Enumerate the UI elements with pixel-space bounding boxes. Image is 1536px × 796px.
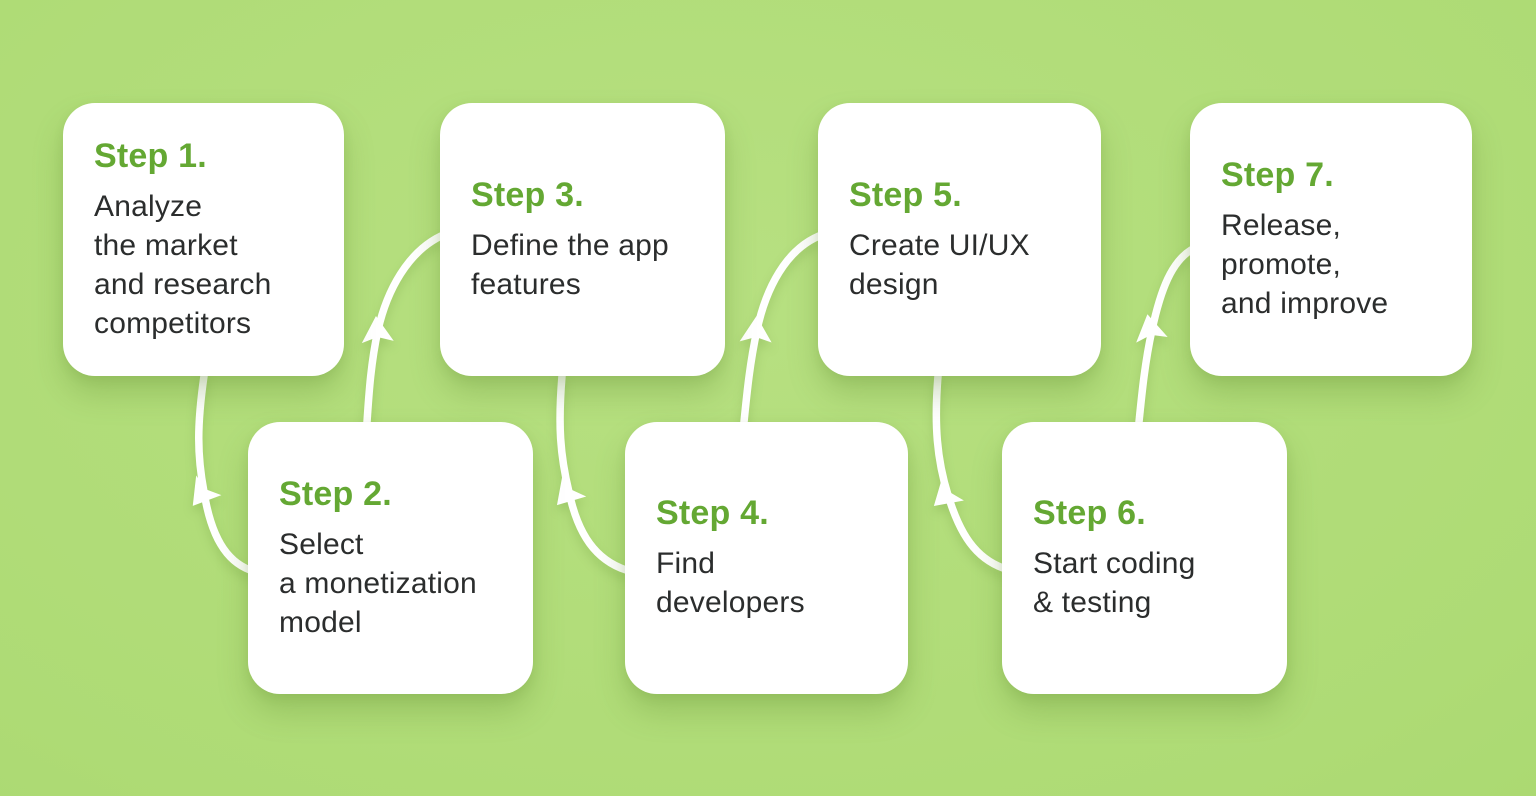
step-card-content: Step 4. Find developers — [625, 474, 829, 642]
step-title: Step 5. — [849, 175, 962, 214]
step-card-content: Step 5. Create UI/UX design — [818, 156, 1054, 324]
arrowhead-down-icon — [556, 475, 587, 506]
step-description-line: developers — [656, 586, 805, 619]
step-description-line: competitors — [94, 306, 252, 340]
step-title: Step 3. — [471, 175, 584, 214]
step-description-line: the market — [94, 228, 238, 262]
step-card-1: Step 1. Analyze the market and research com… — [63, 103, 344, 376]
step-description-line: Start coding — [1033, 547, 1196, 580]
curved-connector-line — [932, 372, 1007, 572]
step-card-content: Step 7. Release, promote, and improve — [1190, 136, 1412, 343]
curved-connector-line — [195, 372, 254, 574]
step-description-line: and improve — [1221, 287, 1389, 320]
step-description: Release, promote, and improve — [1221, 206, 1388, 323]
arrow-step2-to-step3 — [361, 232, 445, 426]
step-description-line: design — [849, 267, 939, 301]
arrow-step1-to-step2 — [192, 372, 254, 574]
step-description: Start coding & testing — [1033, 544, 1196, 622]
step-description: Find developers — [656, 544, 805, 622]
arrow-step4-to-step5 — [739, 232, 823, 426]
arrowhead-down-icon — [933, 476, 964, 507]
arrowhead-down-icon — [192, 475, 222, 506]
step-description-line: promote, — [1221, 248, 1341, 281]
step-card-6: Step 6. Start coding & testing — [1002, 422, 1287, 694]
step-description: Select a monetization model — [279, 525, 477, 642]
step-card-content: Step 1. Analyze the market and research com… — [63, 117, 296, 363]
step-title: Step 7. — [1221, 156, 1334, 194]
arrowhead-up-icon — [361, 316, 394, 344]
step-card-4: Step 4. Find developers — [625, 422, 908, 694]
step-description-line: Release, — [1221, 209, 1342, 242]
step-description-line: features — [471, 267, 581, 301]
step-card-content: Step 2. Select a monetization model — [248, 455, 501, 662]
step-description-line: Define the app — [471, 228, 669, 262]
step-title: Step 1. — [94, 136, 207, 175]
step-title: Step 2. — [279, 474, 392, 513]
curved-connector-line — [556, 372, 630, 574]
step-description-line: Analyze — [94, 189, 203, 223]
step-description-line: and research — [94, 267, 272, 301]
step-description: Define the app features — [471, 226, 669, 304]
arrow-step3-to-step4 — [556, 372, 630, 574]
step-description-line: a monetization — [279, 566, 477, 600]
step-description-line: Find — [656, 547, 716, 580]
step-description-line: model — [279, 605, 362, 639]
step-card-content: Step 3. Define the app features — [440, 156, 693, 324]
step-card-5: Step 5. Create UI/UX design — [818, 103, 1101, 376]
arrow-step5-to-step6 — [932, 372, 1007, 572]
step-card-3: Step 3. Define the app features — [440, 103, 725, 376]
step-description: Analyze the market and research competitors — [94, 187, 272, 343]
step-description-line: Select — [279, 527, 364, 561]
step-card-2: Step 2. Select a monetization model — [248, 422, 533, 694]
step-description: Create UI/UX design — [849, 226, 1030, 304]
step-description-line: Create UI/UX — [849, 228, 1030, 262]
step-card-7: Step 7. Release, promote, and improve — [1190, 103, 1472, 376]
step-title: Step 4. — [656, 494, 769, 532]
step-title: Step 6. — [1033, 494, 1146, 532]
arrowhead-up-icon — [1136, 314, 1168, 343]
arrow-step6-to-step7 — [1135, 246, 1195, 426]
step-card-content: Step 6. Start coding & testing — [1002, 474, 1220, 642]
step-description-line: & testing — [1033, 586, 1152, 619]
arrowhead-up-icon — [739, 316, 772, 343]
